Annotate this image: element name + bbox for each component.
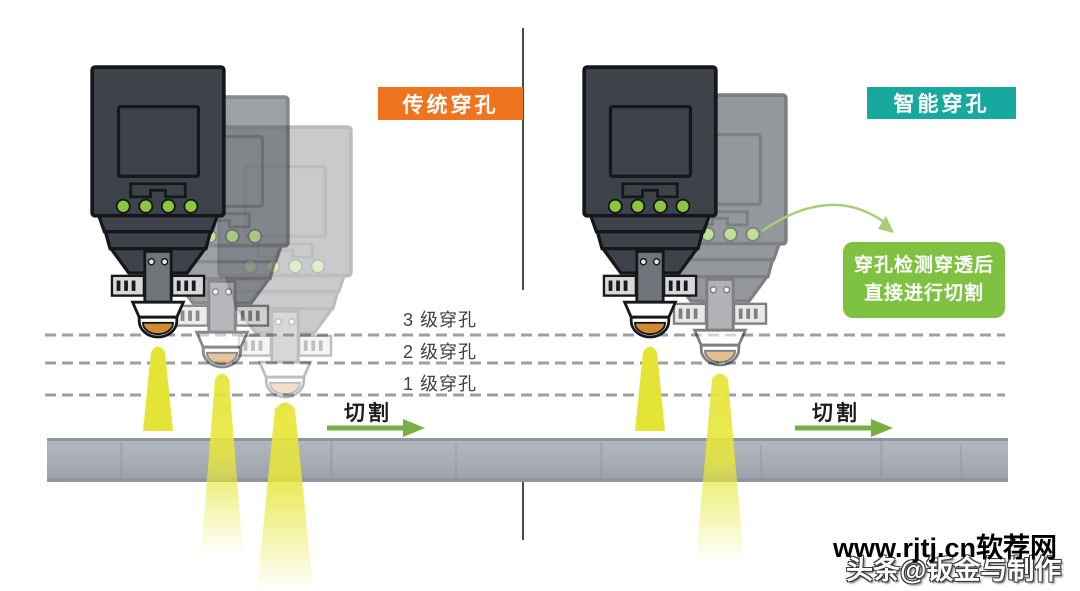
laser-head-right-main [582, 65, 718, 339]
piercing-level-3-label: 3 级穿孔 [403, 310, 478, 330]
piercing-level-2-label: 2 级穿孔 [403, 342, 478, 362]
watermark-byline: 头条@钣金与制作 [846, 555, 1062, 585]
piercing-level-1-label: 1 级穿孔 [403, 374, 478, 394]
cut-arrow-left-icon [327, 419, 425, 437]
beam-left-stage2 [201, 373, 243, 555]
callout-line-2: 直接进行切割 [863, 283, 984, 304]
laser-head-left-main [90, 65, 226, 339]
material-plate [47, 438, 1008, 482]
beam-left-stage3 [143, 346, 173, 431]
cut-label-right: 切割 [812, 402, 860, 425]
traditional-piercing-title: 传统穿孔 [378, 87, 523, 120]
callout-arrow-icon [761, 203, 894, 233]
smart-piercing-title: 智能穿孔 [867, 87, 1016, 119]
cut-arrow-right-icon [795, 419, 893, 437]
cut-label-left: 切割 [344, 402, 392, 425]
callout-line-1: 穿孔检测穿透后 [853, 255, 994, 277]
beam-right-through [696, 373, 744, 560]
watermark-site: www.rjtj.cn软荐网 [833, 533, 1058, 563]
smart-piercing-callout: 穿孔检测穿透后 直接进行切割 [843, 242, 1005, 318]
beam-left-stage1-through [257, 402, 313, 590]
beam-right-pierce [635, 346, 665, 431]
